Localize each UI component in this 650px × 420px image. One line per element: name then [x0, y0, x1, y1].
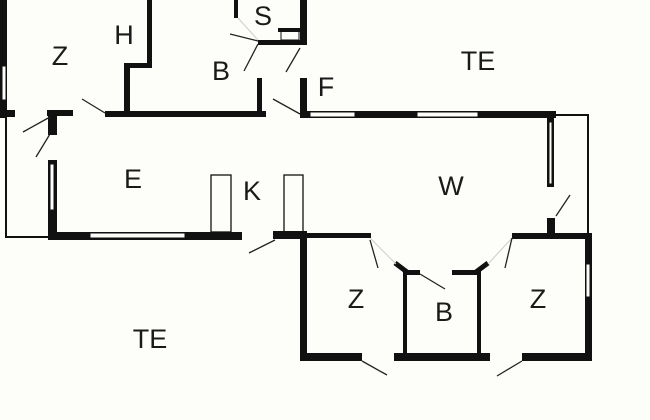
kitchen-counter-right: [283, 174, 304, 233]
kitchen-counter-left: [210, 174, 232, 233]
room-label-z: Z: [348, 284, 365, 314]
door-swings: [22, 17, 571, 377]
appliances: [210, 174, 304, 233]
room-label-te: TE: [133, 324, 168, 354]
room-label-e: E: [124, 164, 142, 194]
walls: [0, 0, 592, 361]
room-label-b: B: [435, 297, 453, 327]
room-labels: Z H S B F TE E K W Z B Z TE: [52, 1, 547, 354]
room-label-f: F: [318, 72, 335, 102]
room-label-z: Z: [52, 41, 69, 71]
room-label-te: TE: [461, 46, 496, 76]
room-label-w: W: [438, 171, 464, 201]
room-label-h: H: [114, 20, 134, 50]
room-label-s: S: [254, 1, 272, 31]
room-label-z: Z: [530, 284, 547, 314]
room-label-k: K: [243, 176, 261, 206]
room-label-b: B: [212, 56, 230, 86]
